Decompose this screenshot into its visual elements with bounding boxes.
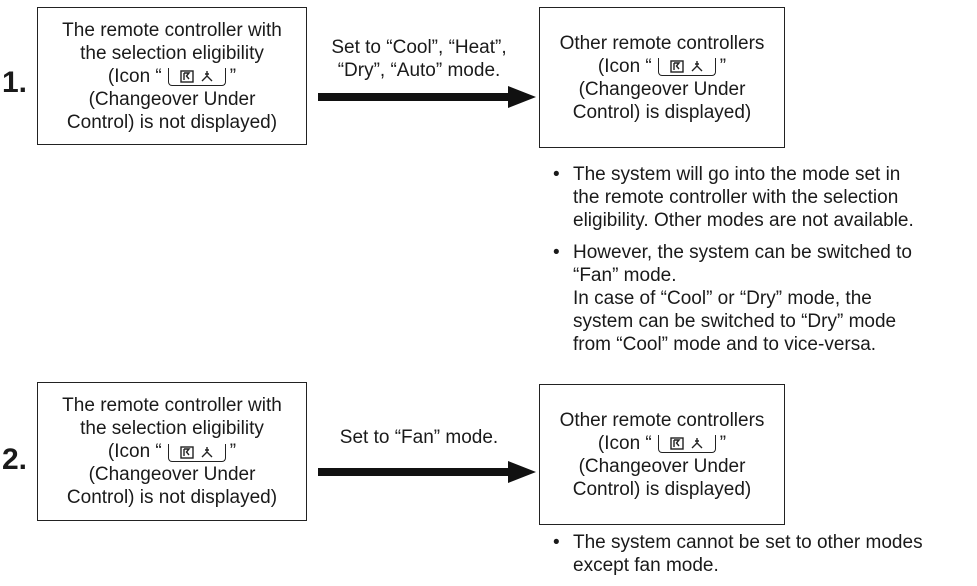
changeover-under-control-icon — [167, 68, 226, 86]
note-line: from “Cool” mode and to vice-versa. — [573, 334, 877, 355]
target-box-icon-line: (Icon “ ” — [598, 55, 726, 78]
icon-suffix-text: ” — [719, 432, 727, 454]
step-2-arrow — [318, 461, 536, 483]
step-1-target-box: Other remote controllers (Icon “ ” (Chan… — [539, 7, 785, 148]
note-item: • However, the system can be switched to… — [553, 241, 914, 356]
source-box-line-2: the selection eligibility — [80, 418, 264, 439]
note-item: • The system cannot be set to other mode… — [553, 531, 923, 577]
step-2-source-box: The remote controller with the selection… — [37, 382, 307, 521]
changeover-under-control-icon — [657, 58, 716, 76]
step-2-target-box: Other remote controllers (Icon “ ” (Chan… — [539, 384, 785, 525]
note-line: In case of “Cool” or “Dry” mode, the — [573, 288, 872, 309]
target-box-icon-line: (Icon “ ” — [598, 432, 726, 455]
changeover-square-icon — [670, 60, 684, 73]
changeover-fan-icon — [691, 61, 703, 72]
note-item: • The system will go into the mode set i… — [553, 163, 914, 232]
bullet-icon: • — [553, 242, 560, 263]
note-line: the remote controller with the selection — [573, 187, 899, 208]
arrow-label-line-1: Set to “Cool”, “Heat”, — [331, 37, 507, 58]
changeover-under-control-icon — [657, 435, 716, 453]
target-box-line-4: Control) is displayed) — [572, 101, 752, 123]
note-line: except fan mode. — [573, 555, 719, 576]
step-1-notes: • The system will go into the mode set i… — [553, 163, 914, 365]
note-line: The system will go into the mode set in — [573, 164, 901, 185]
changeover-square-icon — [670, 437, 684, 450]
note-line: The system cannot be set to other modes — [573, 532, 923, 553]
note-line: eligibility. Other modes are not availab… — [573, 210, 914, 231]
changeover-square-icon — [180, 70, 194, 83]
icon-prefix-text: (Icon “ — [597, 432, 652, 454]
changeover-fan-icon — [201, 71, 213, 82]
changeover-under-control-icon — [167, 443, 226, 462]
step-2-arrow-label: Set to “Fan” mode. — [312, 426, 526, 449]
icon-prefix-text: (Icon “ — [107, 65, 162, 87]
source-box-line-4: (Changeover Under — [88, 464, 256, 485]
target-box-line-1: Other remote controllers — [559, 32, 765, 54]
step-2-number: 2. — [2, 443, 28, 476]
icon-suffix-text: ” — [229, 441, 237, 462]
target-box-line-4: Control) is displayed) — [572, 478, 752, 500]
step-1-arrow-label: Set to “Cool”, “Heat”, “Dry”, “Auto” mod… — [312, 36, 526, 82]
arrow-label-line-1: Set to “Fan” mode. — [339, 427, 499, 448]
source-box-icon-line: (Icon “ ” — [108, 440, 236, 463]
source-box-line-5: Control) is not displayed) — [66, 487, 278, 508]
target-box-line-3: (Changeover Under — [578, 455, 746, 477]
step-2-notes: • The system cannot be set to other mode… — [553, 531, 923, 586]
bullet-icon: • — [553, 164, 560, 185]
source-box-line-5: Control) is not displayed) — [66, 111, 278, 133]
changeover-square-icon — [180, 445, 194, 459]
bullet-icon: • — [553, 532, 560, 553]
source-box-line-1: The remote controller with — [62, 19, 282, 41]
icon-suffix-text: ” — [719, 55, 727, 77]
icon-suffix-text: ” — [229, 65, 237, 87]
changeover-fan-icon — [201, 446, 213, 457]
step-1-arrow — [318, 86, 536, 108]
step-1-number: 1. — [2, 66, 28, 99]
target-box-line-1: Other remote controllers — [559, 409, 765, 431]
source-box-line-1: The remote controller with — [62, 395, 282, 416]
source-box-icon-line: (Icon “ ” — [108, 65, 236, 88]
source-box-line-4: (Changeover Under — [88, 88, 256, 110]
arrow-label-line-2: “Dry”, “Auto” mode. — [337, 60, 501, 81]
note-line: system can be switched to “Dry” mode — [573, 311, 897, 332]
icon-prefix-text: (Icon “ — [107, 441, 162, 462]
changeover-fan-icon — [691, 438, 703, 449]
target-box-line-3: (Changeover Under — [578, 78, 746, 100]
step-1-source-box: The remote controller with the selection… — [37, 7, 307, 145]
note-line: However, the system can be switched to — [573, 242, 912, 263]
source-box-line-2: the selection eligibility — [80, 42, 264, 64]
icon-prefix-text: (Icon “ — [597, 55, 652, 77]
note-line: “Fan” mode. — [573, 265, 677, 286]
